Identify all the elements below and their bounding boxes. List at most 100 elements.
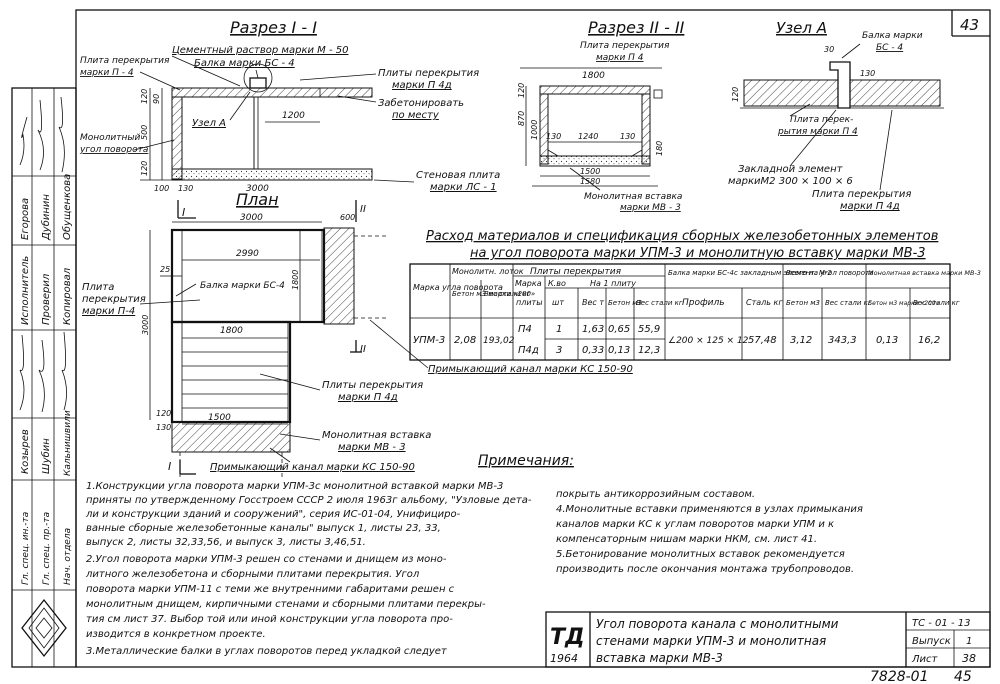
stamp-role: Гл. спец. ин.-та	[21, 512, 31, 585]
note-line: монолитным днищем, кирпичными стенами и …	[86, 598, 486, 610]
section-1-title: Разрез I - I	[230, 18, 317, 37]
td: УПМ-3	[413, 335, 445, 346]
note-line: 4.Монолитные вставки применяются в узлах…	[556, 504, 863, 515]
signature	[19, 96, 65, 173]
title-block: ТД 1964 Угол поворота канала с монолитны…	[545, 611, 991, 668]
spec-title: Расход материалов и спецификация сборных…	[426, 229, 938, 244]
dim: 25	[160, 265, 170, 274]
section-mark: I	[168, 460, 171, 473]
note-line: каналов марки КС к углам поворотов марки…	[556, 519, 834, 530]
label-slab: Плита перекрытия	[580, 41, 670, 51]
section-2-title: Разрез II - II	[588, 18, 685, 37]
th: Плиты перекрытия	[530, 267, 622, 277]
note-line: 3.Металлические балки в углах поворотов …	[86, 645, 448, 657]
dim: 130	[178, 184, 193, 193]
th: Марка угла поворота	[413, 283, 503, 292]
td: ∠200 × 125 × 12	[668, 336, 749, 346]
dim: 130	[156, 423, 171, 432]
dim: 500	[140, 125, 149, 140]
section-mark: II	[360, 344, 366, 355]
th: Бетон м3	[608, 299, 642, 307]
section-1-1: Разрез I - I 120 90 500 120 1200 100 130…	[79, 18, 500, 194]
dim: 3000	[240, 213, 263, 223]
bottom-code: 7828-01	[870, 669, 929, 684]
label-concrete: по месту	[392, 110, 440, 121]
th: Монолитная вставка марки МВ-3	[868, 269, 981, 277]
dim: 120	[517, 83, 526, 98]
label-mono: угол поворота	[79, 145, 148, 155]
dim: 120	[156, 409, 171, 418]
th: Марка	[515, 279, 542, 288]
label-slab: Плита перек-	[790, 115, 853, 125]
stamp-role: Нач. отдела	[63, 528, 73, 585]
td: 55,9	[638, 324, 660, 335]
th: Вес стали кг	[636, 299, 683, 307]
label-slab: марки П-4	[82, 306, 135, 317]
label-slab2: марки П 4д	[840, 201, 900, 212]
note-line: приняты по утвержденному Госстроем СССР …	[86, 494, 532, 506]
dim: 3000	[141, 315, 150, 335]
plan-view: План I 3000 600 II 2990 25 1800 3000 Бал…	[82, 190, 633, 478]
title-sheet: 38	[962, 652, 976, 665]
section-mark: I	[182, 206, 185, 219]
td: 0,65	[608, 324, 630, 335]
label-mono: Монолитный	[80, 133, 140, 143]
th: Вес стали кг	[913, 299, 960, 307]
side-stamp: Исполнитель Проверил Копировал Егорова Д…	[11, 87, 77, 668]
dim: 1500	[580, 167, 600, 176]
td: П4д	[518, 345, 539, 356]
note-line: выпуск 2, листы 32,33,56, и выпуск 3, ли…	[86, 537, 366, 548]
note-line: литного железобетона и сборными плитами …	[85, 568, 420, 580]
th: Вес стали кг	[825, 299, 872, 307]
th: К.во	[548, 279, 566, 288]
label-beam: Балка марки БС-4	[200, 281, 285, 291]
section-mark: II	[360, 204, 366, 215]
label-embed: Закладной элемент	[738, 164, 844, 175]
th: Балка марки БС-4с закладным элемент. М-2	[668, 269, 832, 277]
label-slabs-right: Плиты перекрытия	[378, 68, 479, 79]
stamp-role: Гл. спец. пр.-та	[42, 512, 52, 585]
dim: 180	[655, 141, 664, 156]
th: Вес т	[582, 298, 604, 307]
dim: 30	[824, 45, 834, 54]
dim: 2990	[236, 249, 259, 259]
label-embed: маркиМ2 300 × 100 × 6	[728, 176, 853, 187]
stamp-name: Кальнишвили	[63, 410, 73, 476]
label-adjacent-channel: Примыкающий канал марки КС 150-90	[428, 364, 633, 375]
label-slab: марки П 4	[596, 53, 644, 63]
dim: 1200	[282, 111, 305, 121]
dim: 130	[620, 132, 635, 141]
label-beam: Балка марки БС - 4	[194, 58, 295, 69]
note-line: ванные сборные железобетонные каналы" вы…	[86, 522, 441, 534]
label-node-a: Узел А	[192, 118, 226, 129]
dim: 1800	[220, 326, 243, 336]
title-issue: 1	[966, 636, 972, 647]
td: 57,48	[748, 335, 777, 346]
label-slab: перекрытия	[82, 294, 146, 305]
stamp-col-title: Копировал	[62, 267, 73, 325]
dim: 120	[140, 161, 149, 176]
stamp-name: Егорова	[20, 198, 31, 240]
td: 1	[556, 324, 562, 335]
label-cement: Цементный раствор марки М - 50	[172, 45, 348, 56]
note-line: покрыть антикоррозийным составом.	[556, 489, 755, 500]
dim: 120	[140, 89, 149, 104]
stamp-col-title: Исполнитель	[20, 256, 31, 325]
note-line: поворота марки УПМ-11 с теми же внутренн…	[86, 583, 455, 595]
td: 1,63	[582, 324, 604, 335]
label-slabs: Плиты перекрытия	[322, 380, 423, 391]
td: 0,13	[876, 335, 898, 346]
label-wall: марки ЛС - 1	[430, 182, 497, 193]
label-wall: Стеновая плита	[416, 170, 500, 181]
signature	[19, 331, 67, 413]
node-a: Узел А Балка марки БС - 4 30 120 130 Пли…	[728, 19, 944, 212]
label-beam: Балка марки	[862, 31, 923, 41]
th: Бетон м3	[786, 299, 820, 307]
dim: 1800	[291, 270, 300, 290]
label-slab: Плита	[82, 282, 114, 293]
stamp-col-title: Проверил	[41, 273, 52, 325]
note-line: ли и конструкции зданий и сооружений", с…	[85, 509, 461, 520]
td: 16,2	[918, 335, 940, 346]
title-line: стенами марки УПМ-3 и монолитная	[596, 634, 826, 648]
